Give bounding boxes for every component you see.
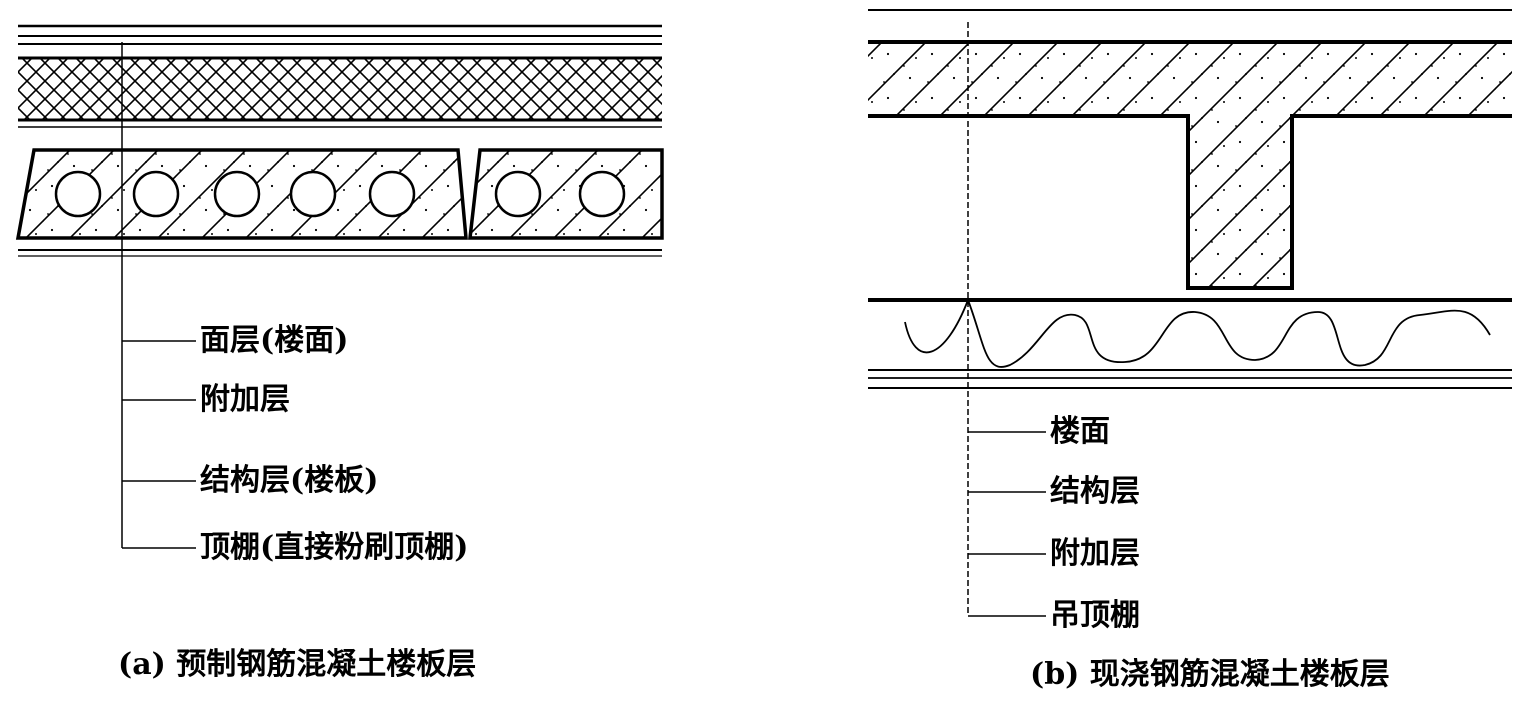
label-b-structure: 结构层	[1050, 474, 1140, 509]
label-a-structure: 结构层(楼板)	[200, 463, 379, 498]
suspended-ceiling-wave	[904, 297, 1491, 368]
label-b-floor: 楼面	[1050, 414, 1110, 449]
diagram-b-drawing	[868, 9, 1512, 617]
caption-a: (a) 预制钢筋混凝土楼板层	[118, 647, 477, 682]
label-a-surface: 面层(楼面)	[200, 323, 349, 358]
caption-b: (b) 现浇钢筋混凝土楼板层	[1030, 657, 1390, 692]
label-b-additional: 附加层	[1050, 536, 1140, 571]
label-a-ceiling: 顶棚(直接粉刷顶棚)	[200, 530, 469, 565]
label-b-ceiling: 吊顶棚	[1050, 598, 1140, 633]
label-a-additional: 附加层	[200, 382, 290, 417]
diagram-a-drawing	[15, 24, 664, 549]
